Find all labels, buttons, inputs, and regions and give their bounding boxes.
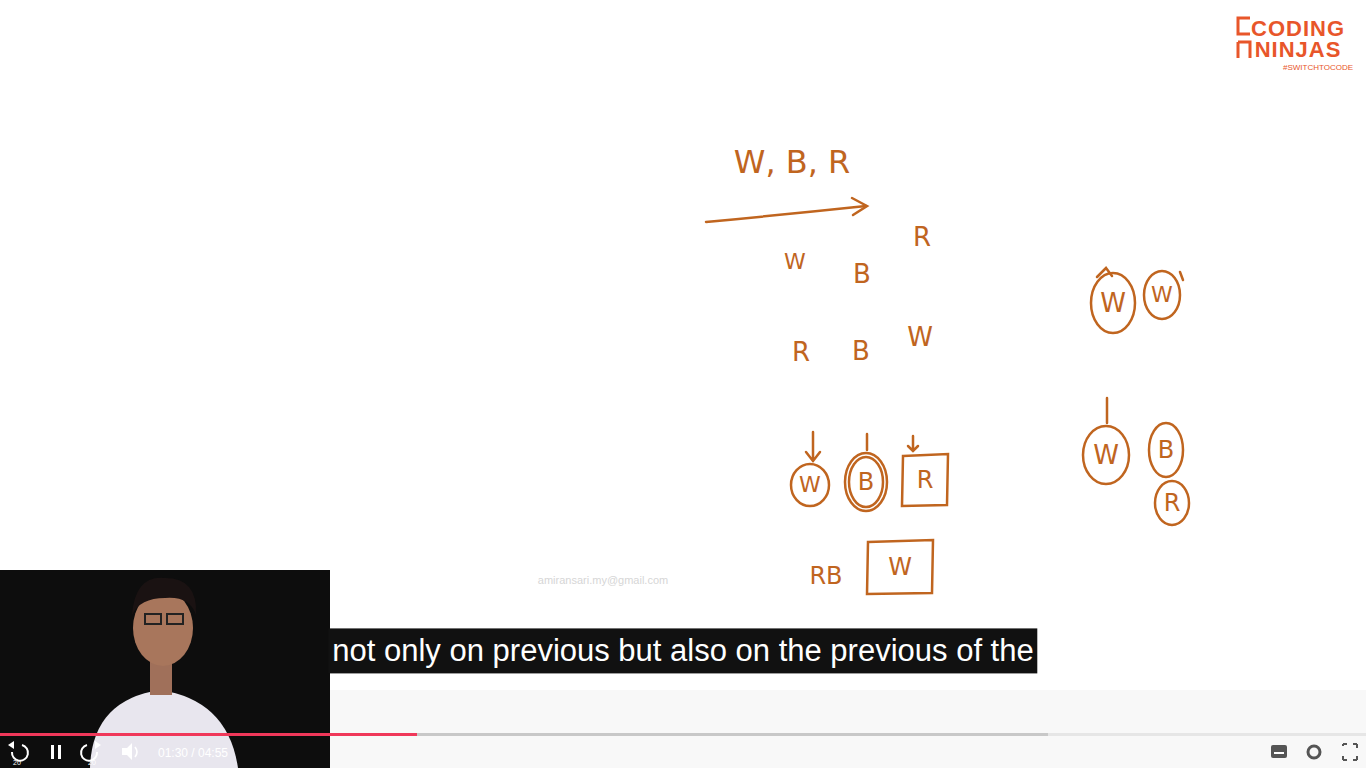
subtitle-caption-holder: not only on previous but also on the pre… bbox=[328, 628, 1037, 673]
node-letter: W bbox=[1093, 442, 1119, 468]
skip-amount-holder: 20 bbox=[13, 751, 21, 768]
logo-tagline-holder: #SWITCHTOCODE bbox=[1283, 56, 1353, 74]
subtitle-caption: not only on previous but also on the pre… bbox=[328, 628, 1037, 673]
letter-circle: B bbox=[843, 451, 889, 513]
color-letter: R bbox=[792, 337, 810, 367]
color-letter: R bbox=[913, 222, 931, 252]
color-letter-holder: R bbox=[792, 337, 810, 368]
letter-circle: R bbox=[1153, 479, 1191, 527]
color-letter: W bbox=[907, 322, 933, 352]
node-letter: B bbox=[858, 470, 874, 494]
watermark: amiransari.my@gmail.com bbox=[538, 574, 668, 586]
node-letter: W bbox=[1100, 290, 1126, 316]
color-letter-holder: R bbox=[913, 222, 931, 253]
logo-text: NINJAS bbox=[1255, 37, 1342, 62]
skip-amount-holder: 20 bbox=[88, 751, 96, 768]
watermark-holder: amiransari.my@gmail.com bbox=[538, 570, 668, 588]
color-letter-holder: W bbox=[907, 322, 933, 353]
color-letter-holder: B bbox=[852, 336, 870, 367]
pointer-tick bbox=[1106, 398, 1109, 423]
logo-text-holder: NINJAS bbox=[1255, 37, 1342, 63]
pointer-tick bbox=[866, 434, 869, 450]
sequence-heading-holder: W, B, R bbox=[734, 143, 851, 181]
node-letter: W bbox=[888, 555, 912, 579]
node-letter: W bbox=[799, 474, 821, 496]
letter-circle: W bbox=[1142, 269, 1182, 321]
time-display: 01:30 / 04:55 bbox=[158, 746, 228, 760]
pointer-tick bbox=[1180, 272, 1183, 280]
logo-tagline: #SWITCHTOCODE bbox=[1283, 63, 1353, 72]
pointer-tick bbox=[908, 436, 918, 451]
progress-bar bbox=[0, 733, 1366, 736]
node-letter: R bbox=[917, 468, 934, 492]
node-letter: B bbox=[1158, 438, 1174, 462]
letter-circle: B bbox=[1147, 421, 1185, 479]
color-letters-holder: RB bbox=[809, 562, 842, 591]
direction-arrow bbox=[706, 206, 866, 222]
player-pip bbox=[0, 570, 330, 768]
color-letter-holder: W bbox=[784, 249, 806, 275]
letter-box: R bbox=[900, 452, 950, 508]
letter-circle: W bbox=[1081, 424, 1131, 486]
color-letter: B bbox=[852, 336, 870, 366]
color-letter: B bbox=[853, 259, 871, 289]
logo-mark bbox=[1238, 18, 1250, 58]
color-letter: W bbox=[784, 249, 806, 274]
letter-box: W bbox=[865, 538, 935, 596]
player-controls bbox=[8, 741, 1357, 761]
color-letter-holder: B bbox=[853, 259, 871, 290]
skip-amount: 20 bbox=[13, 759, 21, 766]
skip-amount: 20 bbox=[88, 759, 96, 766]
letter-circle: W bbox=[789, 462, 831, 508]
letter-circle: W bbox=[1089, 271, 1137, 335]
pointer-tick bbox=[806, 432, 820, 461]
node-letter: R bbox=[1164, 491, 1181, 515]
node-letter: W bbox=[1151, 284, 1173, 306]
sequence-heading: W, B, R bbox=[734, 143, 851, 181]
time-display-holder: 01:30 / 04:55 bbox=[158, 743, 228, 761]
color-letters: RB bbox=[809, 562, 842, 590]
arrow-head bbox=[852, 198, 867, 215]
